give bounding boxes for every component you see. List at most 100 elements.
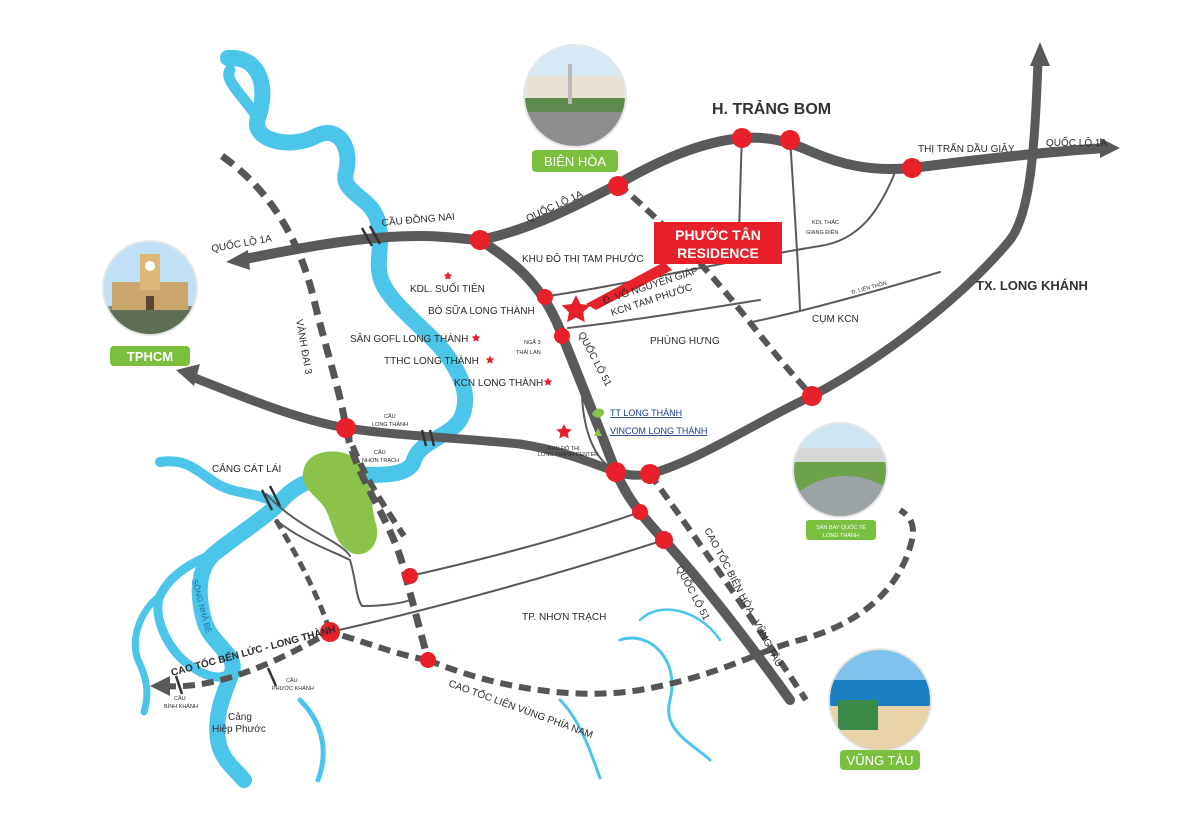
label-nga3-2: THÁI LAN <box>516 349 541 356</box>
pill-airport-1: SÂN BAY QUỐC TẾ <box>816 524 866 531</box>
label-cau-nt-2: NHƠN TRẠCH <box>362 458 399 464</box>
label-cau-pk-2: PHƯỚC KHÁNH <box>272 685 314 692</box>
road-nhon-trach-2 <box>329 539 665 633</box>
bridge-icon <box>266 667 278 687</box>
node <box>470 230 490 250</box>
label-kcn: KCN LONG THÀNH <box>454 376 543 389</box>
river-dong-nai-hook <box>223 64 264 124</box>
road-nhon-trach-3 <box>275 519 411 607</box>
label-cang-hiep-phuoc-1: Cảng <box>228 712 252 723</box>
node <box>420 652 436 668</box>
label-san-golf: SÂN GOFL LONG THÀNH <box>350 332 468 345</box>
bridge-icon <box>360 225 382 247</box>
arrow-head-icon <box>150 676 170 696</box>
label-nga3-1: NGÃ 3 <box>524 339 541 346</box>
label-kdl-suoi-tien: KDL. SUỐI TIÊN <box>410 281 485 295</box>
river-east-branch <box>618 636 712 762</box>
road-cao-toc-lvpn <box>426 507 916 697</box>
road-cat-lai-link <box>265 493 351 557</box>
pill-vung-tau: VŨNG TÀU <box>847 753 914 768</box>
solid-roads <box>185 55 1111 705</box>
bridge-icon <box>420 429 436 447</box>
arrow-head-icon <box>176 364 200 386</box>
road-phung-hung <box>567 299 761 329</box>
label-dau-giay: THỊ TRẤN DẦU GIÂY <box>918 142 1015 155</box>
label-cao-toc-bl-lt: CAO TỐC BẾN LỨC - LONG THÀNH <box>169 621 337 679</box>
label-nhon-trach: TP. NHƠN TRẠCH <box>522 612 606 623</box>
node <box>802 386 822 406</box>
river-east-branch-2 <box>558 698 602 780</box>
bridges <box>174 225 436 695</box>
label-kdl-thac-1: KDL THÁC <box>812 219 839 226</box>
photo-bien-hoa <box>523 44 627 148</box>
label-kdl-thac-2: GIANG ĐIỀN <box>806 229 838 236</box>
node <box>608 176 628 196</box>
label-cang-cat-lai: CẢNG CÁT LÁI <box>212 462 281 475</box>
node <box>537 289 553 305</box>
label-trang-bom: H. TRẢNG BOM <box>712 99 831 118</box>
road-vo-nguyen-giap <box>547 169 897 297</box>
node <box>402 568 418 584</box>
river-south-west <box>131 592 164 716</box>
node <box>732 128 752 148</box>
arrow-heads <box>150 42 1120 696</box>
leaf-icon <box>592 408 604 418</box>
road-cao-toc-bl-lt-2 <box>273 518 333 633</box>
park-island <box>302 451 378 555</box>
badge-box <box>654 222 782 264</box>
badge-line-1: PHƯỚC TÂN <box>675 226 761 243</box>
label-tt-long-thanh: TT LONG THÀNH <box>610 408 682 418</box>
road-kdl-thac <box>789 137 801 311</box>
node <box>606 462 626 482</box>
label-vanh-dai-3: VÀNH ĐAI 3 <box>293 318 316 375</box>
star-marker-icon <box>543 377 553 386</box>
node <box>655 531 673 549</box>
river-east-branch-3 <box>638 608 722 642</box>
poi-stars <box>443 271 591 439</box>
river-nha-be <box>153 549 237 682</box>
road-cao-toc-bh-vt-south <box>647 472 809 702</box>
pill-airport-2: LONG THÀNH <box>823 532 859 539</box>
label-tthc: TTHC LONG THÀNH <box>384 354 479 367</box>
arrow-head-icon <box>226 250 250 270</box>
rivers <box>131 50 722 788</box>
road-lien-thon <box>751 271 941 323</box>
label-kdt-ltc-2: LONG THÀNH CENTER <box>538 451 598 458</box>
label-cau-nt-1: CẦU <box>374 449 386 456</box>
node <box>336 418 356 438</box>
node <box>320 622 340 642</box>
star-marker-icon <box>485 355 495 364</box>
label-cau-pk-1: CẦU <box>286 677 298 684</box>
node <box>780 130 800 150</box>
bridge-icon <box>260 485 282 511</box>
road-centre-loop <box>581 389 607 465</box>
pill-tphcm: TPHCM <box>127 349 173 364</box>
label-bo-sua: BÒ SỮA LONG THÀNH <box>428 304 535 317</box>
label-kdt-ltc-1: KHU ĐÔ THỊ <box>548 445 580 452</box>
road-vanh-dai-3-west <box>343 427 407 538</box>
label-cau-bk-1: CẦU <box>174 695 186 702</box>
node <box>640 464 660 484</box>
label-cau-lt-1: CẦU <box>384 413 396 420</box>
city-pills: TPHCM BIÊN HÒA SÂN BAY QUỐC TẾ LONG THÀN… <box>110 150 920 770</box>
bridge-icon <box>174 675 184 695</box>
road-nhon-trach-1 <box>409 511 641 577</box>
pill-bien-hoa: BIÊN HÒA <box>544 154 606 169</box>
project-badge: PHƯỚC TÂN RESIDENCE <box>586 222 782 310</box>
label-long-khanh: TX. LONG KHÁNH <box>976 278 1088 293</box>
node <box>902 158 922 178</box>
photo-airport <box>792 422 888 518</box>
star-marker-icon <box>561 295 591 323</box>
label-phung-hung: PHÙNG HƯNG <box>650 334 720 347</box>
label-cum-kcn: CỤM KCN <box>812 314 859 325</box>
node <box>554 328 570 344</box>
star-marker-icon <box>556 424 572 439</box>
river-cat-lai <box>155 456 275 505</box>
label-cang-hiep-phuoc-2: Hiệp Phước <box>212 724 266 735</box>
label-ql1a-right: QUỐC LỘ 1A <box>1046 135 1107 149</box>
label-vincom: VINCOM LONG THÀNH <box>610 426 707 436</box>
river-dong-nai <box>191 50 474 788</box>
label-kdt-tam-phuoc: KHU ĐÔ THỊ TAM PHƯỚC <box>522 252 644 265</box>
leaf-icon <box>594 428 602 436</box>
